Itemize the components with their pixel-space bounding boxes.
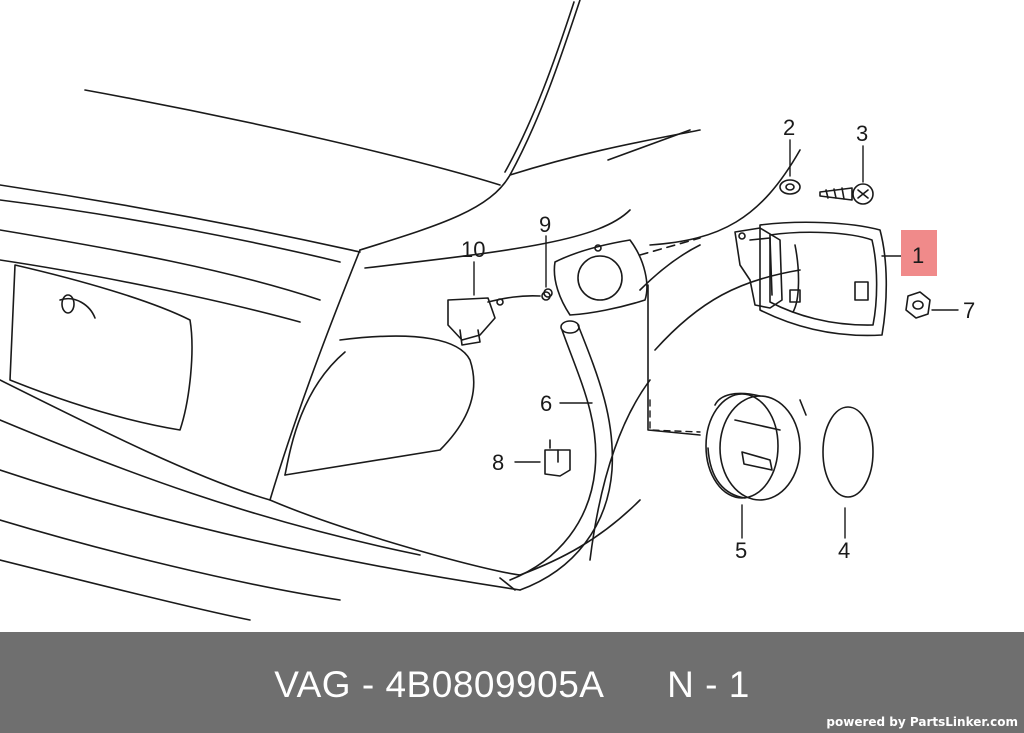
- callout-9[interactable]: 9: [539, 212, 551, 237]
- part-number[interactable]: 4B0809905A: [385, 664, 603, 705]
- callout-1[interactable]: 1: [912, 243, 924, 268]
- nut: [905, 291, 931, 319]
- callout-3[interactable]: 3: [856, 121, 868, 146]
- fuel-cap-seal: [822, 406, 874, 498]
- position-label: N - 1: [667, 664, 750, 705]
- caption-separator: -: [351, 664, 386, 705]
- callout-2[interactable]: 2: [783, 115, 795, 140]
- washer: [779, 179, 801, 195]
- clip: [544, 439, 571, 477]
- diagram-drawing: 1 2 3 4 5 6 7 8 9 10: [0, 0, 975, 621]
- callout-6[interactable]: 6: [540, 391, 552, 416]
- callout-7[interactable]: 7: [963, 298, 975, 323]
- filler-neck-hose: [499, 320, 614, 591]
- fuel-cup-housing: [705, 392, 807, 501]
- car-body-outline: [0, 0, 801, 621]
- callout-8[interactable]: 8: [492, 450, 504, 475]
- part-caption: VAG - 4B0809905A N - 1: [0, 664, 1024, 706]
- small-screw: [543, 288, 553, 298]
- brand-label: VAG: [274, 664, 352, 705]
- fuel-door-housing: [553, 237, 701, 436]
- callout-4[interactable]: 4: [838, 538, 850, 563]
- screw: [819, 183, 874, 205]
- callout-5[interactable]: 5: [735, 538, 747, 563]
- callout-10[interactable]: 10: [461, 237, 485, 262]
- parts-diagram: 1 2 3 4 5 6 7 8 9 10: [0, 0, 976, 621]
- fuel-door-flap: [734, 221, 888, 337]
- callout-1-highlight: [901, 230, 937, 276]
- powered-by-credit[interactable]: powered by PartsLinker.com: [826, 715, 1018, 729]
- footer-bar: VAG - 4B0809905A N - 1 powered by PartsL…: [0, 632, 1024, 733]
- leader-lines: [473, 139, 959, 539]
- actuator-motor: [447, 291, 551, 346]
